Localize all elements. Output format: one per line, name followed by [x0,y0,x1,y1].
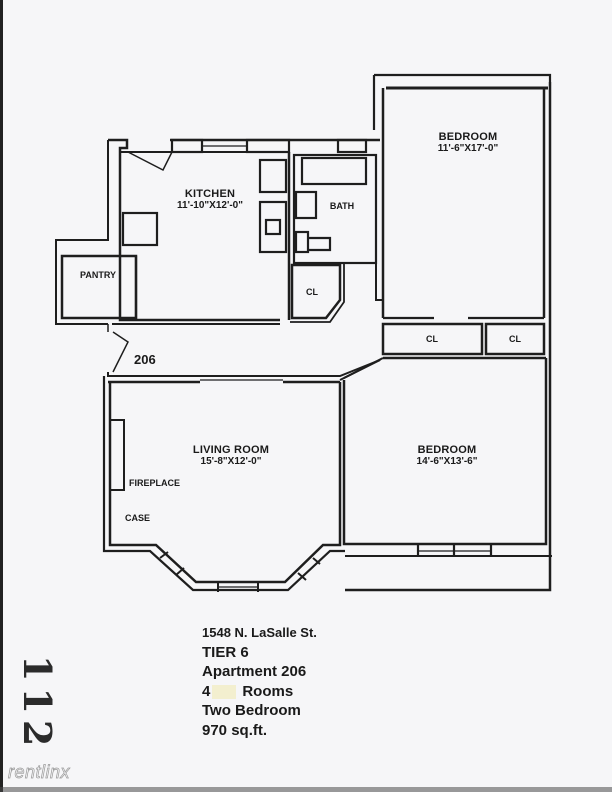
rooms-line: 4 Rooms [202,682,317,702]
living-room-label: LIVING ROOM 15'-8"X12'-0" [176,444,286,467]
closet-right-label: CL [509,334,521,344]
rooms-count: 4 [202,682,211,700]
kitchen-name: KITCHEN [184,188,236,200]
pantry-label: PANTRY [80,270,116,280]
square-footage: 970 sq.ft. [202,721,268,739]
handwritten-number: 112 [15,655,60,753]
living-room-name: LIVING ROOM [192,444,270,456]
page-edge-bottom [0,787,612,792]
apartment-number: Apartment 206 [202,663,307,680]
tier: TIER 6 [202,643,249,661]
bedroom2-name: BEDROOM [417,444,477,456]
bedroom1-label: BEDROOM 11'-6"X17'-0" [418,131,518,154]
fireplace-label: FIREPLACE [129,478,181,488]
apartment-info: 1548 N. LaSalle St. TIER 6 Apartment 206… [202,623,317,740]
bedroom-count: Two Bedroom [202,702,301,719]
bedroom2-label: BEDROOM 14'-6"X13'-6" [392,444,502,467]
rooms-label: Rooms [242,682,294,700]
bath-label: BATH [329,201,355,211]
bedroom1-dimensions: 11'-6"X17'-0" [437,142,499,154]
kitchen-dimensions: 11'-10"X12'-0" [177,199,243,211]
kitchen-label: KITCHEN 11'-10"X12'-0" [160,188,260,211]
case-label: CASE [125,513,151,523]
bedroom1-name: BEDROOM [438,131,498,143]
bath-closet-label: CL [306,287,318,297]
highlight-mark [212,684,237,699]
page-edge-left [0,0,3,792]
watermark: rentlinx [8,762,71,783]
address: 1548 N. LaSalle St. [202,625,317,640]
unit-number-label: 206 [134,352,156,367]
bedroom2-dimensions: 14'-6"X13'-6" [416,455,478,467]
living-room-dimensions: 15'-8"X12'-0" [200,455,262,467]
closet-left-label: CL [426,334,438,344]
